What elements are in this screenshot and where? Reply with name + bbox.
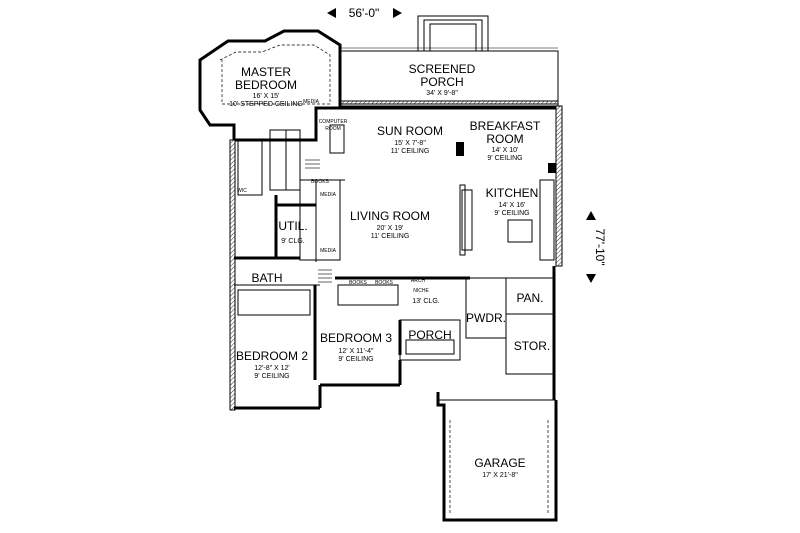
media-label: MEDIA [320, 248, 337, 254]
wall-structure [198, 15, 563, 522]
niche-label: NICHE [413, 288, 429, 294]
arrow-left-icon [327, 8, 336, 18]
room-name: LIVING ROOM [350, 209, 430, 223]
room-note: 9' CEILING [487, 155, 522, 162]
room-note: 9' CLG. [281, 238, 305, 245]
foyer-ceiling: 13' CLG. [412, 298, 439, 305]
arrow-right-icon [393, 8, 402, 18]
room-name: BEDROOM 3 [320, 331, 392, 345]
room-porch: PORCH [408, 328, 451, 342]
books-label: BOOKS [375, 280, 393, 286]
room-note: 10' STEPPED CEILING [229, 101, 303, 108]
room-size: 17' X 21'-8" [482, 472, 518, 479]
room-bath: BATH [251, 271, 282, 285]
room-screened-porch: SCREENED PORCH 34' X 9'-8" [409, 62, 476, 97]
room-size: 14' X 10' [492, 147, 519, 154]
depth-dimension: 77'-10" [586, 211, 607, 283]
room-note: 9' CEILING [494, 210, 529, 217]
books-label: BOOKS [349, 280, 367, 286]
room-name: PORCH [420, 75, 463, 89]
room-name: COMPUTER [319, 119, 348, 125]
room-name: UTIL. [278, 219, 307, 233]
room-size: 16' X 15' [253, 93, 280, 100]
room-bedroom-3: BEDROOM 3 12' X 11'-4" 9' CEILING [320, 331, 392, 363]
room-size: 20' X 19' [377, 225, 404, 232]
arrow-up-icon [586, 211, 596, 220]
room-size: 12'-8" X 12' [254, 365, 290, 372]
arrow-down-icon [586, 274, 596, 283]
media-label: MEDIA [303, 99, 320, 105]
room-size: 34' X 9'-8" [426, 90, 458, 97]
room-name: BEDROOM 2 [236, 349, 308, 363]
room-size: 14' X 16' [499, 202, 526, 209]
porch-steps [417, 15, 489, 52]
width-dimension: 56'-0" [327, 6, 402, 20]
room-breakfast: BREAKFAST ROOM 14' X 10' 9' CEILING [470, 119, 541, 162]
room-name: MASTER [241, 65, 291, 79]
room-living: LIVING ROOM 20' X 19' 11' CEILING [350, 209, 430, 240]
room-size: 15' X 7'-8" [394, 140, 426, 147]
room-storage: STOR. [514, 339, 550, 353]
room-bedroom-2: BEDROOM 2 12'-8" X 12' 9' CEILING [236, 349, 308, 380]
books-label: BOOKS [311, 179, 329, 185]
room-note: 11' CEILING [391, 148, 430, 155]
room-name: ROOM [486, 132, 523, 146]
room-sun-room: SUN ROOM 15' X 7'-8" 11' CEILING [377, 124, 443, 155]
room-name: GARAGE [474, 456, 525, 470]
depth-label: 77'-10" [593, 228, 607, 265]
room-pantry: PAN. [516, 291, 543, 305]
room-name: BEDROOM [235, 78, 297, 92]
room-note: 9' CEILING [254, 373, 289, 380]
width-label: 56'-0" [349, 6, 380, 20]
room-name: SCREENED [409, 62, 476, 76]
room-garage: GARAGE 17' X 21'-8" [474, 456, 525, 479]
room-size: 12' X 11'-4" [339, 348, 375, 355]
room-note: 9' CEILING [338, 356, 373, 363]
wic-label: WIC [237, 188, 247, 194]
room-master-bedroom: MASTER BEDROOM 16' X 15' 10' STEPPED CEI… [229, 65, 303, 108]
room-utility: UTIL. 9' CLG. [278, 219, 307, 245]
room-note: 11' CEILING [371, 233, 410, 240]
room-kitchen: KITCHEN 14' X 16' 9' CEILING [486, 186, 539, 217]
arch-label: ARCH [411, 278, 426, 284]
room-name: BREAKFAST [470, 119, 541, 133]
room-name: SUN ROOM [377, 124, 443, 138]
room-name: ROOM [325, 126, 341, 132]
room-powder: PWDR. [466, 311, 506, 325]
room-computer: COMPUTER ROOM [319, 119, 348, 132]
stair-marks [305, 159, 332, 283]
room-name: KITCHEN [486, 186, 539, 200]
media-label: MEDIA [320, 192, 337, 198]
